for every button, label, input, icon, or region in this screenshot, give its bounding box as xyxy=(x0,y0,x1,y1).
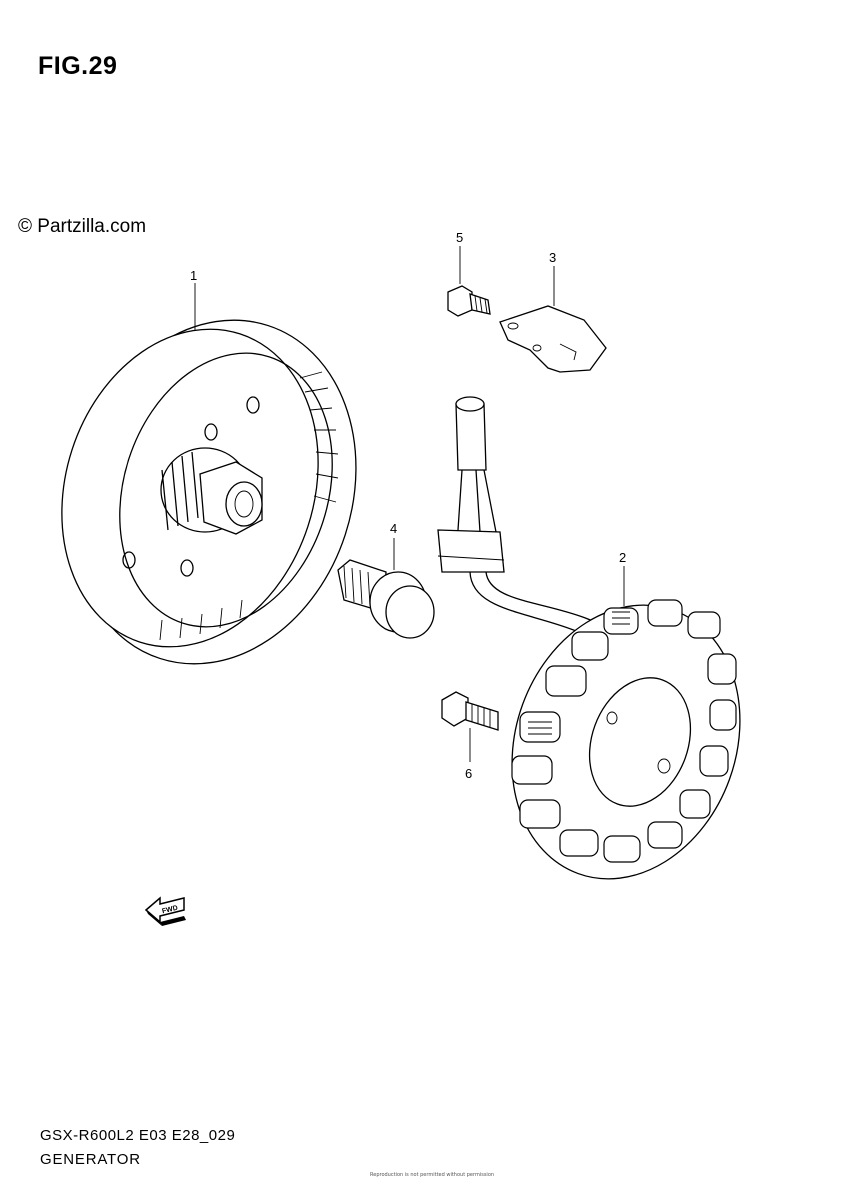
callout-6: 6 xyxy=(465,766,472,781)
callout-1: 1 xyxy=(190,268,197,283)
callout-5: 5 xyxy=(456,230,463,245)
fwd-label: FWD xyxy=(161,905,178,916)
stator-bolt-part-6[interactable] xyxy=(441,691,499,731)
rotor-bolt-part-4[interactable] xyxy=(337,559,435,639)
watermark-text: © Partzilla.com xyxy=(18,216,147,237)
bolt-part-5[interactable] xyxy=(447,285,491,317)
rotor-flywheel[interactable] xyxy=(22,283,399,701)
forward-arrow-icon: FWD xyxy=(144,896,186,926)
fine-print: Reproduction is not permitted without pe… xyxy=(370,1172,495,1178)
section-name: GENERATOR xyxy=(40,1151,141,1168)
stator-part-2[interactable] xyxy=(437,396,777,911)
clamp-bracket-part-3[interactable] xyxy=(499,305,607,373)
callout-4: 4 xyxy=(390,521,397,536)
figure-title: FIG.29 xyxy=(38,52,118,80)
model-code: GSX-R600L2 E03 E28_029 xyxy=(40,1127,236,1144)
callout-3: 3 xyxy=(549,250,556,265)
callout-2: 2 xyxy=(619,550,626,565)
